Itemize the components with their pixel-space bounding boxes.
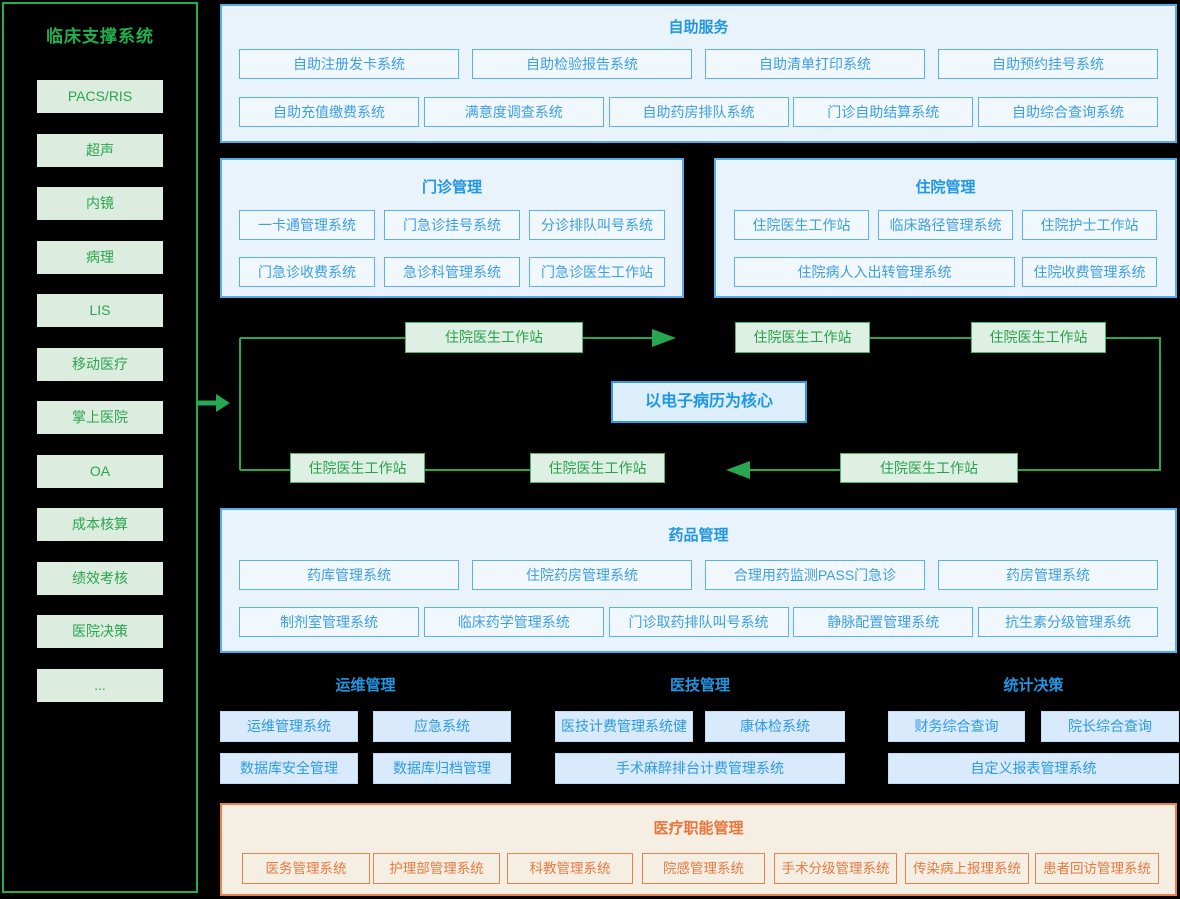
pharmacy-panel: 药品管理 药库管理系统 住院药房管理系统 合理用药监测PASS门急诊 药房管理系… [220, 508, 1177, 653]
pharmacy-row-1: 药库管理系统 住院药房管理系统 合理用药监测PASS门急诊 药房管理系统 [239, 560, 1158, 590]
system-chip: 急诊科管理系统 [384, 257, 520, 287]
self-service-title: 自助服务 [668, 19, 729, 36]
system-chip: 制剂室管理系统 [239, 607, 419, 637]
flow-node-inpatient-doctor-station: 住院医生工作站 [405, 322, 583, 353]
system-chip: 满意度调查系统 [423, 97, 604, 127]
system-chip: 门急诊医生工作站 [529, 257, 665, 287]
medical-functional-title: 医疗职能管理 [653, 820, 744, 837]
system-chip: 静脉配置管理系统 [793, 607, 974, 637]
sidebar-item-mobile-medical: 移动医疗 [37, 347, 163, 381]
inpatient-title: 住院管理 [915, 179, 976, 196]
system-chip: 临床药学管理系统 [423, 607, 604, 637]
system-chip: 科教管理系统 [507, 853, 633, 884]
medical-functional-panel: 医疗职能管理 医务管理系统 护理部管理系统 科教管理系统 院感管理系统 手术分级… [220, 803, 1177, 896]
system-chip: 门诊自助结算系统 [793, 97, 974, 127]
pharmacy-title: 药品管理 [668, 527, 729, 544]
system-chip: 住院病人入出转管理系统 [734, 257, 1015, 287]
system-chip: 门急诊挂号系统 [384, 210, 520, 240]
self-service-row-2: 自助充值缴费系统 满意度调查系统 自助药房排队系统 门诊自助结算系统 自助综合查… [239, 97, 1158, 127]
outpatient-row-2: 门急诊收费系统 急诊科管理系统 门急诊医生工作站 [239, 257, 665, 287]
sidebar-item-ultrasound: 超声 [37, 133, 163, 167]
inpatient-row-1: 住院医生工作站 临床路径管理系统 住院护士工作站 [734, 210, 1157, 240]
sidebar-item-palm-hospital: 掌上医院 [37, 401, 163, 434]
system-chip: 应急系统 [373, 711, 511, 742]
sidebar-item-more: ... [37, 668, 163, 702]
sidebar-item-oa: OA [37, 454, 163, 488]
clinical-support-panel: 临床支撑系统 PACS/RIS 超声 内镜 病理 LIS 移动医疗 掌上医院 O… [2, 2, 198, 893]
system-chip: 一卡通管理系统 [239, 210, 375, 240]
clinical-support-list: PACS/RIS 超声 内镜 病理 LIS 移动医疗 掌上医院 OA 成本核算 … [4, 80, 196, 702]
system-chip: 医务管理系统 [242, 853, 370, 884]
flow-node-inpatient-doctor-station: 住院医生工作站 [530, 453, 665, 483]
emr-core-box: 以电子病历为核心 [611, 381, 807, 423]
system-chip: 住院收费管理系统 [1022, 257, 1157, 287]
system-chip: 自助注册发卡系统 [239, 49, 459, 79]
medtech-title: 医技管理 [669, 677, 730, 694]
sidebar-item-pathology: 病理 [37, 240, 163, 274]
system-chip: 数据库安全管理 [220, 753, 358, 784]
outpatient-row-1: 一卡通管理系统 门急诊挂号系统 分诊排队叫号系统 [239, 210, 665, 240]
system-chip: 财务综合查询 [888, 711, 1025, 742]
system-chip: 药库管理系统 [239, 560, 459, 590]
system-chip: 数据库归档管理 [373, 753, 511, 784]
outpatient-panel: 门诊管理 一卡通管理系统 门急诊挂号系统 分诊排队叫号系统 门急诊收费系统 急诊… [220, 158, 684, 298]
system-chip: 住院药房管理系统 [472, 560, 692, 590]
system-chip: 抗生素分级管理系统 [978, 607, 1158, 637]
system-chip: 住院护士工作站 [1022, 210, 1157, 240]
system-chip: 自助药房排队系统 [608, 97, 789, 127]
flow-node-inpatient-doctor-station: 住院医生工作站 [290, 453, 425, 483]
system-chip: 临床路径管理系统 [878, 210, 1013, 240]
system-chip: 合理用药监测PASS门急诊 [705, 560, 925, 590]
system-chip: 医技计费管理系统健 [555, 711, 693, 742]
system-chip: 门急诊收费系统 [239, 257, 375, 287]
system-chip: 自助检验报告系统 [472, 49, 692, 79]
inpatient-row-2: 住院病人入出转管理系统 住院收费管理系统 [734, 257, 1157, 287]
system-chip: 传染病上报理系统 [905, 853, 1029, 884]
system-chip: 手术麻醉排台计费管理系统 [555, 753, 845, 784]
system-chip: 自助预约挂号系统 [938, 49, 1158, 79]
ops-title: 运维管理 [335, 677, 396, 694]
sidebar-item-pacs-ris: PACS/RIS [37, 80, 163, 113]
system-chip: 康体检系统 [705, 711, 845, 742]
sidebar-item-performance: 绩效考核 [37, 561, 163, 595]
flow-node-inpatient-doctor-station: 住院医生工作站 [735, 322, 870, 353]
sidebar-item-endoscopy: 内镜 [37, 187, 163, 220]
system-chip: 自助充值缴费系统 [239, 97, 419, 127]
system-chip: 住院医生工作站 [734, 210, 869, 240]
sidebar-item-lis: LIS [37, 294, 163, 327]
flow-node-inpatient-doctor-station: 住院医生工作站 [971, 322, 1106, 353]
system-chip: 院感管理系统 [642, 853, 765, 884]
system-chip: 自助综合查询系统 [978, 97, 1158, 127]
outpatient-title: 门诊管理 [421, 179, 482, 196]
sidebar-item-hospital-decision: 医院决策 [37, 615, 163, 648]
system-chip: 护理部管理系统 [373, 853, 500, 884]
self-service-row-1: 自助注册发卡系统 自助检验报告系统 自助清单打印系统 自助预约挂号系统 [239, 49, 1158, 79]
pharmacy-row-2: 制剂室管理系统 临床药学管理系统 门诊取药排队叫号系统 静脉配置管理系统 抗生素… [239, 607, 1158, 637]
stats-title: 统计决策 [1003, 677, 1064, 694]
self-service-panel: 自助服务 自助注册发卡系统 自助检验报告系统 自助清单打印系统 自助预约挂号系统… [220, 4, 1177, 143]
system-chip: 门诊取药排队叫号系统 [608, 607, 789, 637]
system-chip: 患者回访管理系统 [1035, 853, 1159, 884]
system-chip: 运维管理系统 [220, 711, 358, 742]
sidebar-item-cost-accounting: 成本核算 [37, 508, 163, 541]
system-chip: 院长综合查询 [1041, 711, 1179, 742]
system-chip: 手术分级管理系统 [774, 853, 897, 884]
system-chip: 自助清单打印系统 [705, 49, 925, 79]
clinical-support-title: 临床支撑系统 [46, 27, 154, 46]
inpatient-panel: 住院管理 住院医生工作站 临床路径管理系统 住院护士工作站 住院病人入出转管理系… [714, 158, 1177, 298]
system-chip: 药房管理系统 [938, 560, 1158, 590]
flow-node-inpatient-doctor-station: 住院医生工作站 [840, 453, 1018, 483]
system-chip: 自定义报表管理系统 [888, 753, 1179, 784]
system-chip: 分诊排队叫号系统 [529, 210, 665, 240]
